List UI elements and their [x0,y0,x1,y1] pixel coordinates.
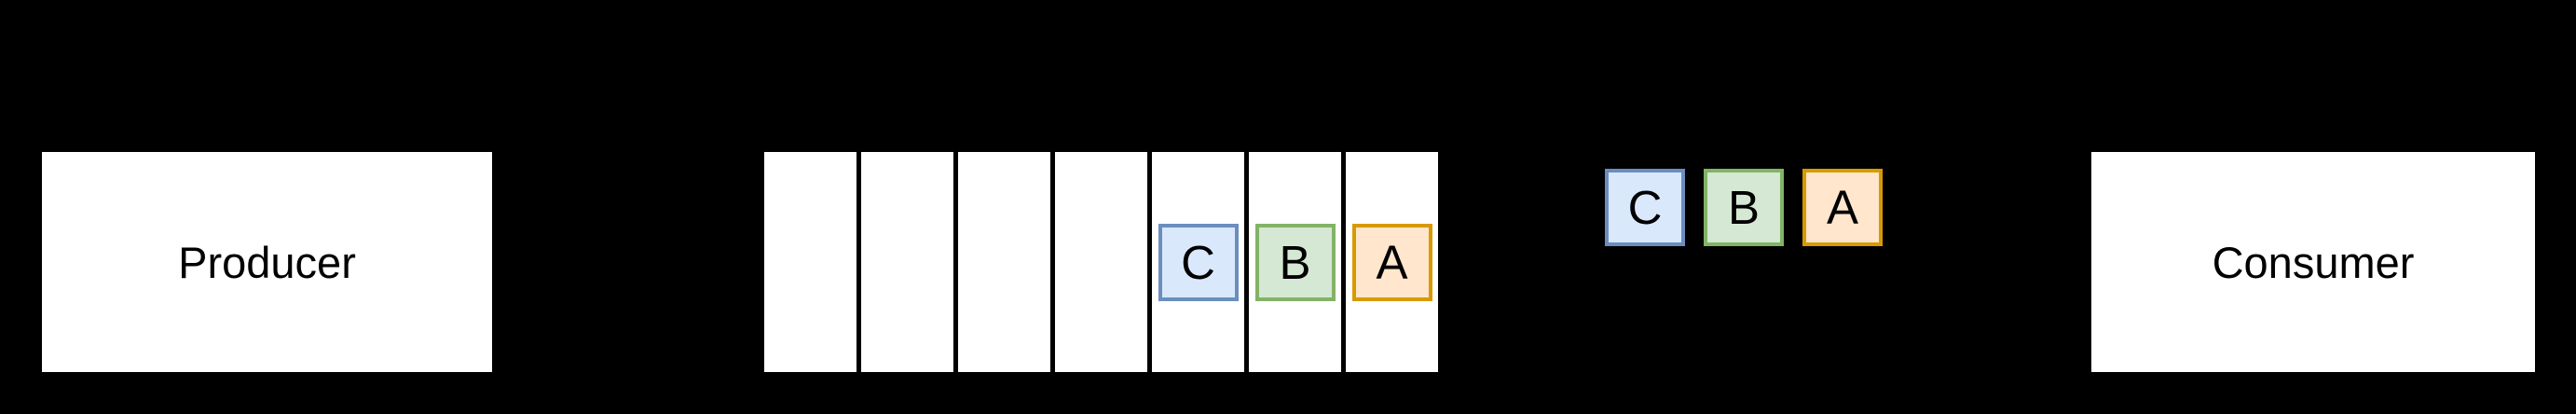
queue-cell-5: C [1152,152,1244,372]
queue-item-c: C [1158,223,1239,301]
transit-item-a: A [1802,169,1883,246]
queue-cell-1 [764,152,856,372]
consumer-box: Consumer [2091,152,2535,372]
transit-item-b: B [1704,169,1784,246]
consumer-label: Consumer [2212,237,2415,287]
queue-item-a: A [1351,223,1432,301]
transit-item-c: C [1605,169,1685,246]
queue-item-b: B [1254,223,1336,301]
queue-cell-6: B [1249,152,1341,372]
producer-box: Producer [42,152,492,372]
queue-cell-4 [1055,152,1147,372]
queue-cell-2 [861,152,953,372]
queue-cell-7: A [1346,152,1438,372]
queue-cell-3 [958,152,1050,372]
producer-label: Producer [178,237,356,287]
